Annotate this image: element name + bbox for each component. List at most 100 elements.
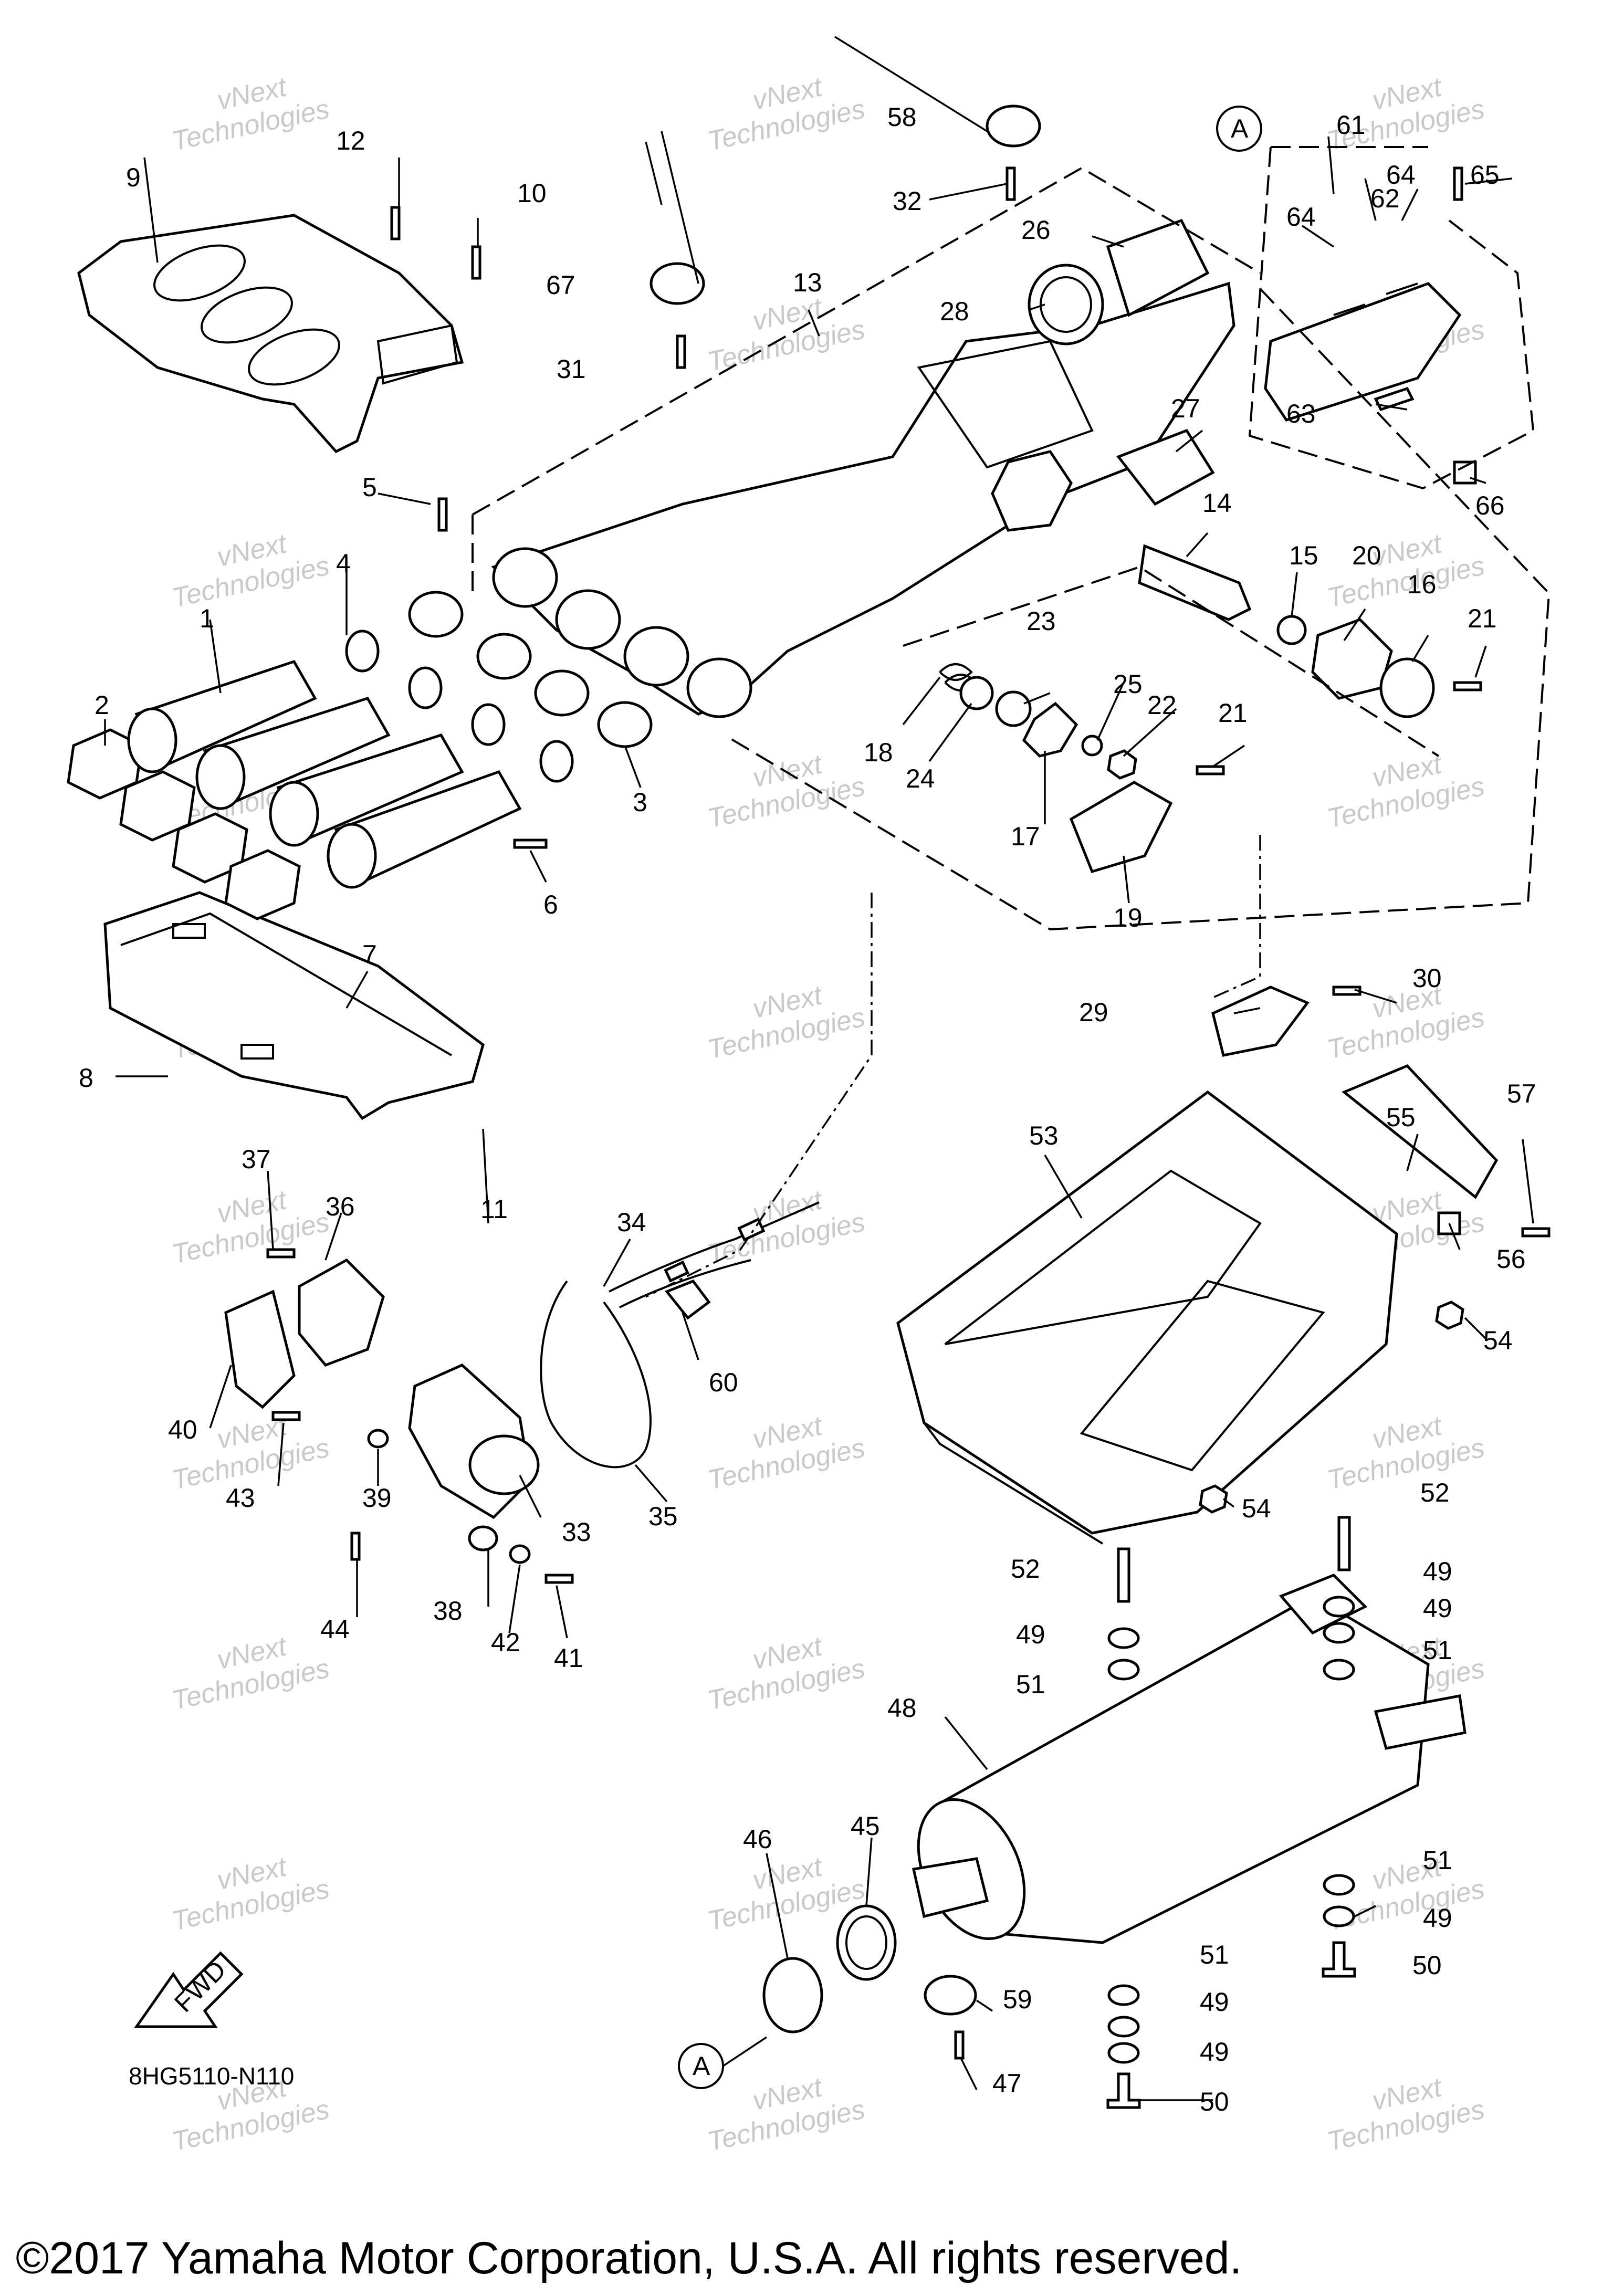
watermark-19: vNextTechnologies <box>698 1403 867 1496</box>
part-19-bracket <box>1069 781 1173 874</box>
watermark-8: vNextTechnologies <box>1318 521 1487 614</box>
callout-4: 4 <box>336 549 351 578</box>
watermark-22: vNextTechnologies <box>698 1623 867 1716</box>
part-16-flange <box>1379 657 1435 718</box>
part-4-seal-rings <box>345 630 574 783</box>
callout-64a: 64 <box>1286 202 1316 232</box>
callout-49e: 49 <box>1200 1987 1229 2017</box>
callout-55: 55 <box>1386 1103 1416 1132</box>
part-49-51-damper-stacks <box>1107 1596 1355 2064</box>
part-9-upper-heat-shield <box>77 214 464 454</box>
reference-marker-a-bottom: A <box>678 2036 767 2089</box>
part-38-grommet <box>468 1525 498 1551</box>
callout-51c: 51 <box>1423 1846 1452 1875</box>
callout-49b: 49 <box>1423 1593 1452 1623</box>
watermark-10: vNextTechnologies <box>698 741 867 834</box>
callout-51b: 51 <box>1016 1670 1045 1699</box>
callout-40: 40 <box>168 1415 197 1444</box>
callout-54b: 54 <box>1242 1494 1271 1523</box>
callout-33: 33 <box>562 1517 591 1547</box>
part-24-o-ring <box>959 676 994 710</box>
part-59-cap <box>924 1975 977 2016</box>
callout-19: 19 <box>1113 903 1143 932</box>
svg-text:A: A <box>1231 114 1249 143</box>
callout-31: 31 <box>557 354 586 384</box>
watermark-29: vNextTechnologies <box>1318 2064 1487 2157</box>
callout-17: 17 <box>1011 822 1040 851</box>
watermark-0: vNextTechnologies <box>163 64 332 157</box>
part-27-half-clamp <box>1116 428 1215 506</box>
callout-49f: 49 <box>1200 2037 1229 2067</box>
part-50-bolts <box>1106 1941 1356 2109</box>
callout-47: 47 <box>992 2069 1022 2098</box>
callout-1: 1 <box>200 604 214 633</box>
watermark-15: vNextTechnologies <box>163 1177 332 1270</box>
callout-14: 14 <box>1202 488 1232 518</box>
callout-52b: 52 <box>1011 1554 1040 1584</box>
callout-58: 58 <box>887 102 917 132</box>
callout-50a: 50 <box>1412 1951 1442 1980</box>
part-28-hose-clamp <box>1028 264 1104 345</box>
callout-39: 39 <box>362 1483 392 1513</box>
diagram-code: 8HG5110-N110 <box>129 2062 294 2090</box>
part-26-outlet-hose <box>1106 218 1210 317</box>
callout-43: 43 <box>226 1483 255 1513</box>
part-39-collar <box>367 1429 389 1449</box>
callout-18: 18 <box>864 738 893 767</box>
callout-3: 3 <box>633 788 647 817</box>
part-33-valve-actuator <box>408 1364 540 1519</box>
part-1-exhaust-bellows-pipes <box>127 659 522 889</box>
callout-65: 65 <box>1470 160 1500 190</box>
watermark-24: vNextTechnologies <box>163 1844 332 1937</box>
part-3-clamps <box>408 591 653 748</box>
part-25-washer <box>1081 735 1103 757</box>
callout-49a: 49 <box>1423 1557 1452 1586</box>
watermark-4: vNextTechnologies <box>698 285 867 378</box>
watermark-11: vNextTechnologies <box>1318 741 1487 834</box>
part-42-washer <box>509 1544 531 1564</box>
callout-52a: 52 <box>1420 1478 1450 1507</box>
callout-28: 28 <box>940 297 969 326</box>
callout-42: 42 <box>491 1628 520 1657</box>
part-22-nut <box>1107 749 1137 780</box>
part-20-gasket <box>1311 618 1393 700</box>
callout-60: 60 <box>709 1368 738 1397</box>
callout-16: 16 <box>1407 570 1437 599</box>
part-17-holder <box>1022 701 1078 758</box>
callout-21b: 21 <box>1218 698 1248 728</box>
callout-59: 59 <box>1003 1985 1032 2014</box>
fwd-direction-arrow: FWD <box>134 1951 244 2028</box>
callout-32: 32 <box>893 186 922 216</box>
watermark-20: vNextTechnologies <box>1318 1403 1487 1496</box>
callout-38: 38 <box>433 1596 463 1626</box>
callout-27: 27 <box>1171 394 1200 423</box>
callout-30: 30 <box>1412 963 1442 993</box>
reference-marker-a-top: A <box>1216 106 1262 152</box>
callout-5: 5 <box>362 473 377 502</box>
part-45-coupling-pipe <box>836 1904 897 1981</box>
callout-13: 13 <box>793 268 822 297</box>
callout-34: 34 <box>617 1208 646 1237</box>
callout-6: 6 <box>543 890 558 919</box>
part-53-muffler-box <box>896 1090 1398 1545</box>
watermark-1: vNextTechnologies <box>698 64 867 157</box>
callout-36: 36 <box>326 1192 355 1221</box>
watermark-2: vNextTechnologies <box>1318 64 1487 157</box>
part-40-bracket <box>224 1289 296 1409</box>
leader-lines <box>104 36 1534 2101</box>
part-48-silencer <box>912 1574 1467 1944</box>
callout-66: 66 <box>1475 491 1505 520</box>
copyright-notice: ©2017 Yamaha Motor Corporation, U.S.A. A… <box>16 2233 1242 2283</box>
callout-9: 9 <box>126 163 141 192</box>
callout-21a: 21 <box>1468 604 1497 633</box>
callout-25: 25 <box>1113 669 1143 699</box>
callout-11: 11 <box>480 1194 508 1224</box>
callout-54a: 54 <box>1483 1326 1513 1355</box>
part-60-cable-holder <box>664 1279 711 1320</box>
watermark-6: vNextTechnologies <box>163 521 332 614</box>
callout-15: 15 <box>1289 541 1318 570</box>
callout-67: 67 <box>546 270 575 300</box>
callout-labels: 1 2 3 4 5 6 7 8 9 10 11 12 13 14 15 16 1… <box>79 102 1536 2116</box>
part-14-joint-pipe <box>1138 544 1252 621</box>
